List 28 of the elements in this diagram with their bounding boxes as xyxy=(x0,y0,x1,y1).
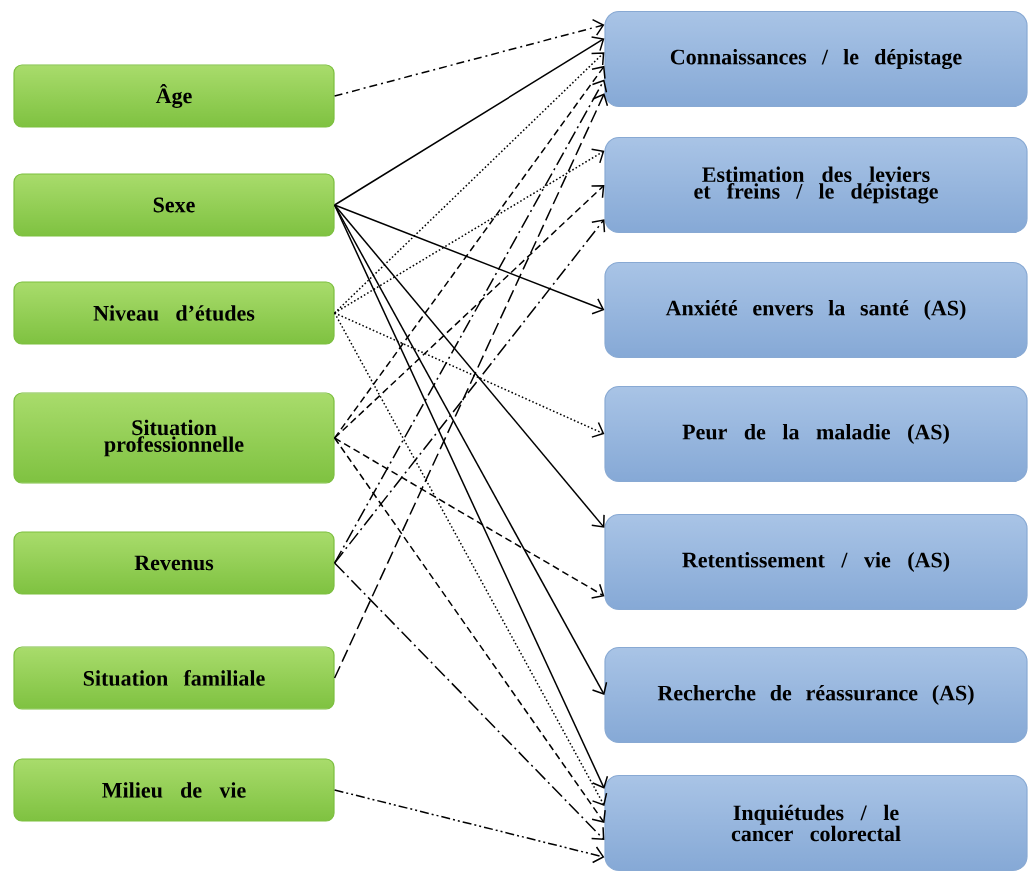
arrow xyxy=(333,18,605,97)
factor-box: Sexe xyxy=(13,173,335,237)
arrow xyxy=(333,148,605,314)
outcome-box: Recherche de réassurance (AS) xyxy=(604,646,1028,744)
outcome-box: Peur de la maladie (AS) xyxy=(604,385,1028,483)
outcome-box: Connaissances / le dépistage xyxy=(604,10,1028,108)
arrow xyxy=(333,204,605,315)
arrow xyxy=(333,93,609,679)
outcome-box: Inquiétudes / le cancer colorectal xyxy=(604,774,1028,872)
arrow xyxy=(333,562,605,841)
arrow xyxy=(333,204,609,789)
arrow xyxy=(333,312,608,806)
outcome-box: Estimation des leviers et freins / le dépistage xyxy=(604,136,1028,234)
factor-box: Milieu de vie xyxy=(13,758,335,822)
factor-box: Niveau d’études xyxy=(13,281,335,345)
outcome-box: Retentissement / vie (AS) xyxy=(604,513,1028,611)
factor-box: Revenus xyxy=(13,531,335,595)
outcome-box: Anxiété envers la santé (AS) xyxy=(604,261,1028,359)
arrow xyxy=(333,437,606,823)
arrow xyxy=(333,789,605,864)
arrow xyxy=(333,36,605,206)
arrow xyxy=(333,185,605,439)
factor-box: Âge xyxy=(13,64,335,128)
factor-box: Situation professionnelle xyxy=(13,392,335,484)
arrow xyxy=(333,437,605,599)
arrow xyxy=(333,79,608,564)
arrow xyxy=(333,65,606,439)
factor-box: Situation familiale xyxy=(13,646,335,710)
